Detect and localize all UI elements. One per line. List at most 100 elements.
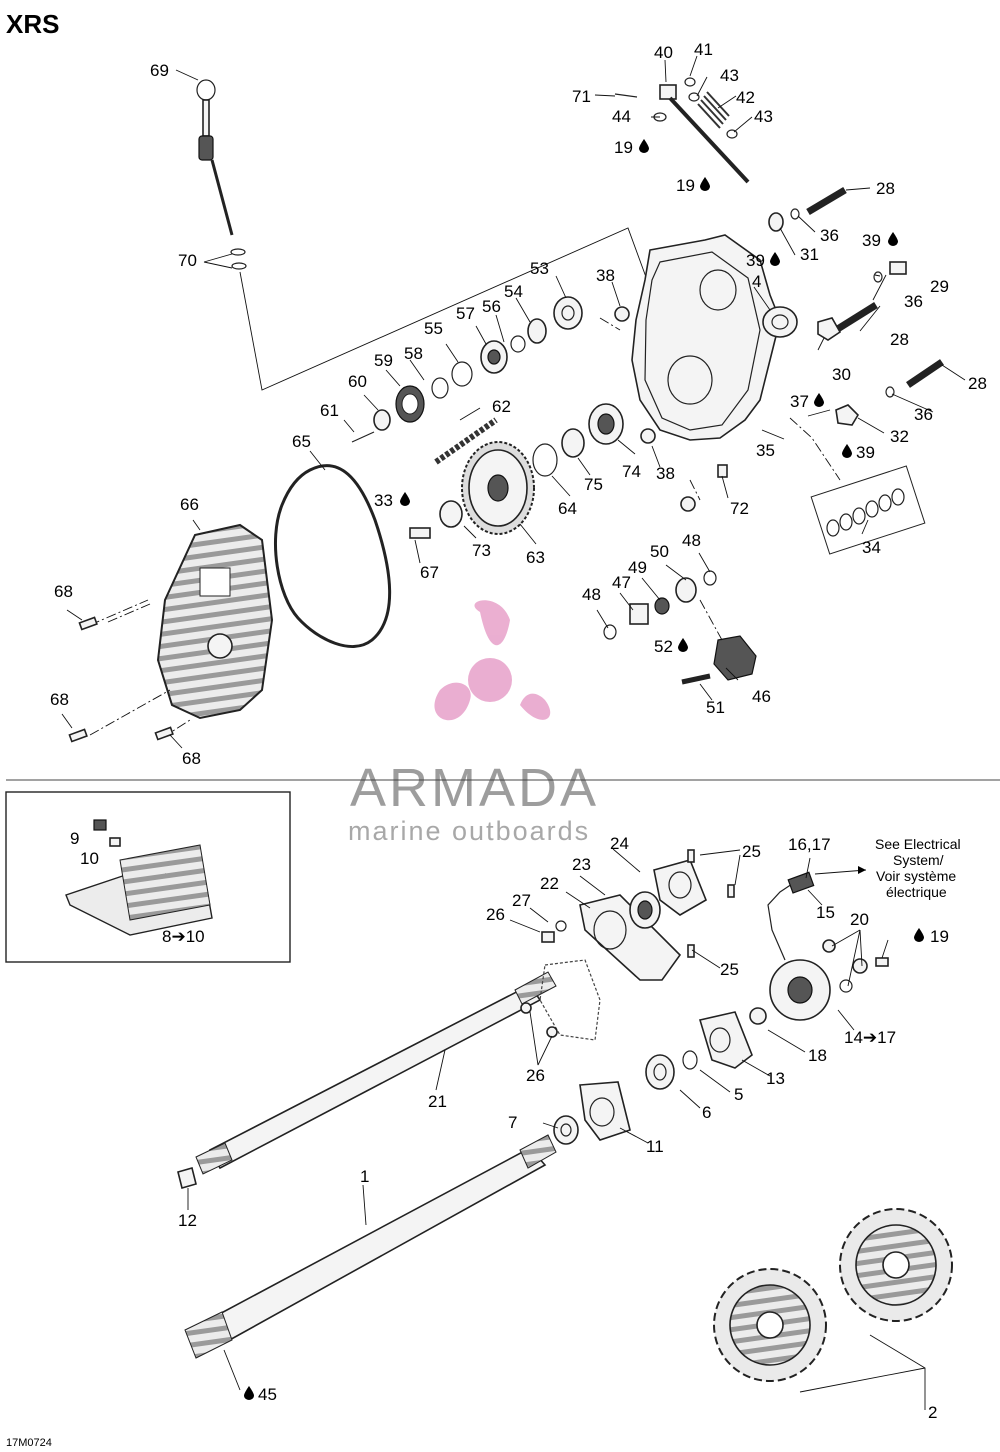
callout-19: 19 — [930, 927, 949, 946]
oil-drop-icon — [700, 177, 710, 191]
callout-24: 24 — [610, 834, 629, 853]
callout-37: 37 — [790, 392, 809, 411]
callout-8-10: 8➔10 — [162, 927, 205, 946]
callout-49: 49 — [628, 558, 647, 577]
callout-41: 41 — [694, 40, 713, 59]
tensioner-bolt — [614, 77, 750, 184]
callout-29: 29 — [930, 277, 949, 296]
callout-20: 20 — [850, 910, 869, 929]
oil-drop-icon — [770, 252, 780, 266]
note-line: Voir système — [876, 868, 956, 884]
callout-12: 12 — [178, 1211, 197, 1230]
shaft-21 — [177, 971, 557, 1189]
callout-47: 47 — [612, 573, 631, 592]
callout-43: 43 — [754, 107, 773, 126]
callout-4: 4 — [752, 272, 761, 291]
figure-code: 17M0724 — [6, 1437, 52, 1449]
callout-39: 39 — [746, 251, 765, 270]
callout-18: 18 — [808, 1046, 827, 1065]
watermark-brand: ARMADA — [350, 758, 599, 818]
electrical-note: See Electrical System/ Voir système élec… — [875, 836, 961, 900]
leader-lines — [61, 55, 966, 1410]
track-segment — [65, 819, 213, 936]
callout-61: 61 — [320, 401, 339, 420]
callout-31: 31 — [800, 245, 819, 264]
callout-21: 21 — [428, 1092, 447, 1111]
callout-25: 25 — [720, 960, 739, 979]
callout-26: 26 — [486, 905, 505, 924]
note-line: See Electrical — [875, 836, 961, 852]
callout-28: 28 — [968, 374, 987, 393]
chaincase-assembly — [68, 77, 944, 743]
callout-71: 71 — [572, 87, 591, 106]
callout-75: 75 — [584, 475, 603, 494]
callout-16-17: 16,17 — [788, 835, 831, 854]
callout-52: 52 — [654, 637, 673, 656]
callout-69: 69 — [150, 61, 169, 80]
dipstick — [196, 79, 247, 270]
callout-39: 39 — [862, 231, 881, 250]
callout-6: 6 — [702, 1103, 711, 1122]
oil-drop-icon — [914, 928, 924, 942]
oil-drop-icon — [842, 444, 852, 458]
callout-38: 38 — [656, 464, 675, 483]
callout-14-17: 14➔17 — [844, 1028, 896, 1047]
oil-drop-icon — [639, 139, 649, 153]
callout-30: 30 — [832, 365, 851, 384]
callout-27: 27 — [512, 891, 531, 910]
gasket-65 — [273, 464, 392, 648]
callout-1: 1 — [360, 1167, 369, 1186]
callout-11: 11 — [646, 1137, 664, 1156]
oil-drop-icon — [678, 638, 688, 652]
callout-15: 15 — [816, 903, 835, 922]
washer-set-34 — [789, 417, 926, 555]
callout-23: 23 — [572, 855, 591, 874]
callout-64: 64 — [558, 499, 577, 518]
callout-70: 70 — [178, 251, 197, 270]
callout-39: 39 — [856, 443, 875, 462]
callout-73: 73 — [472, 541, 491, 560]
callout-32: 32 — [890, 427, 909, 446]
callout-60: 60 — [348, 372, 367, 391]
callout-19: 19 — [676, 176, 695, 195]
note-line: électrique — [886, 884, 947, 900]
callout-44: 44 — [612, 107, 631, 126]
note-line: System/ — [893, 852, 944, 868]
callout-56: 56 — [482, 297, 501, 316]
callout-58: 58 — [404, 344, 423, 363]
drive-axle-assembly — [5, 791, 953, 1382]
callout-53: 53 — [530, 259, 549, 278]
callout-34: 34 — [862, 538, 881, 557]
bolts-28 — [768, 186, 944, 426]
callout-36: 36 — [820, 226, 839, 245]
chaincase-cover — [156, 523, 274, 720]
callout-7: 7 — [508, 1113, 517, 1132]
callout-48: 48 — [682, 531, 701, 550]
callout-54: 54 — [504, 282, 523, 301]
oil-drop-icon — [244, 1386, 254, 1400]
callout-13: 13 — [766, 1069, 785, 1088]
callout-63: 63 — [526, 548, 545, 567]
callout-9: 9 — [70, 829, 79, 848]
sprocket-63 — [409, 441, 535, 539]
callout-68: 68 — [182, 749, 201, 768]
callout-45: 45 — [258, 1385, 277, 1404]
callout-72: 72 — [730, 499, 749, 518]
watermark-tagline: marine outboards — [348, 816, 590, 846]
callout-68: 68 — [50, 690, 69, 709]
drive-sprockets — [713, 1208, 953, 1382]
callout-62: 62 — [492, 397, 511, 416]
diagram-title: XRS — [6, 9, 59, 39]
callout-35: 35 — [756, 441, 775, 460]
callout-51: 51 — [706, 698, 725, 717]
oil-drop-icon — [814, 393, 824, 407]
callout-57: 57 — [456, 304, 475, 323]
callout-59: 59 — [374, 351, 393, 370]
chaincase-housing — [631, 234, 798, 441]
tensioner-group — [603, 570, 757, 685]
end-bearing-group — [553, 1011, 753, 1145]
callout-25: 25 — [742, 842, 761, 861]
callout-65: 65 — [292, 432, 311, 451]
callout-74: 74 — [622, 462, 641, 481]
